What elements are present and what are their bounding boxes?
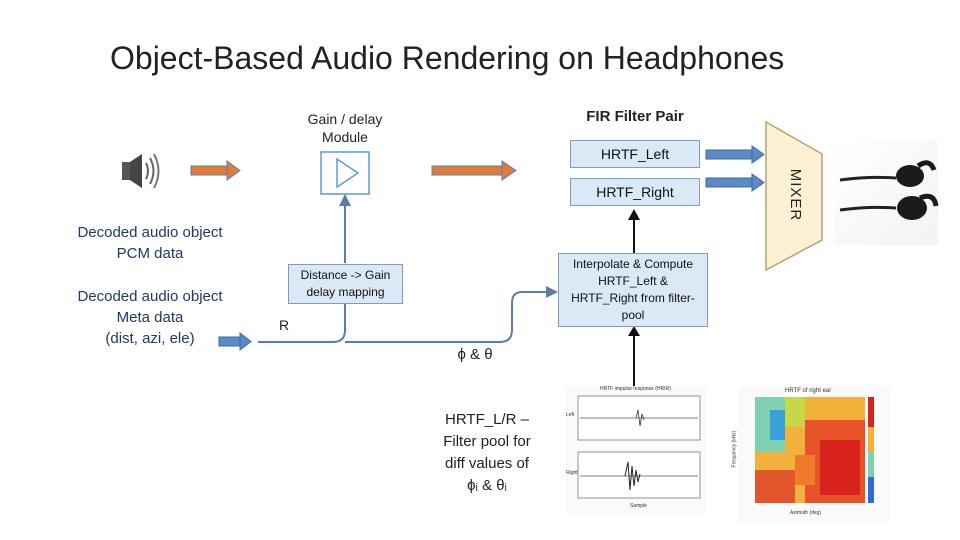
routing-lines bbox=[258, 291, 548, 343]
right-to-mixer-arrow bbox=[705, 173, 765, 192]
heatmap-ylabel: Frequency (kHz) bbox=[731, 430, 738, 468]
r-label: R bbox=[278, 317, 290, 333]
interpolate-compute-box: Interpolate & Compute HRTF_Left & HRTF_R… bbox=[558, 253, 708, 327]
impulse-xlabel: Sample bbox=[630, 503, 647, 509]
filter-pool-label: HRTF_L/R – Filter pool for diff values o… bbox=[443, 411, 531, 494]
earphones-icon bbox=[834, 140, 939, 245]
filter-pool-line bbox=[628, 326, 640, 395]
hrtf-left-box: HRTF_Left bbox=[570, 140, 700, 168]
page-title: Object-Based Audio Rendering on Headphon… bbox=[110, 40, 785, 76]
impulse-left-axis: Left bbox=[566, 412, 575, 418]
impulse-response-plot bbox=[566, 386, 706, 514]
gain-delay-label: Gain / delay Module bbox=[307, 111, 383, 145]
impulse-plot-title: HRTF impulse response (HRIR) bbox=[600, 386, 671, 392]
hrtf-heatmap-plot bbox=[738, 386, 890, 522]
left-to-mixer-arrow bbox=[705, 145, 765, 164]
mixer-label: MIXER bbox=[787, 168, 804, 222]
orange-arrow-2 bbox=[431, 160, 517, 181]
mixer-block bbox=[765, 120, 823, 272]
interp-to-hrtf-arrow bbox=[628, 209, 640, 253]
orange-arrow-1 bbox=[190, 160, 241, 181]
speaker-icon bbox=[122, 153, 160, 189]
hrtf-right-box: HRTF_Right bbox=[570, 178, 700, 206]
impulse-right-axis: Right bbox=[566, 470, 578, 476]
phi-theta-label: ϕ & θ bbox=[457, 346, 493, 363]
pcm-data-label: Decoded audio object PCM data bbox=[77, 224, 223, 262]
gain-delay-module bbox=[320, 151, 370, 195]
meta-data-arrow bbox=[218, 331, 252, 352]
distance-mapping-box: Distance -> Gain delay mapping bbox=[288, 264, 403, 304]
interp-input-arrowhead bbox=[546, 286, 558, 298]
heatmap-xlabel: Azimuth (deg) bbox=[790, 510, 822, 516]
heatmap-title: HRTF of right ear bbox=[785, 388, 832, 394]
fir-filter-pair-label: FIR Filter Pair bbox=[586, 108, 684, 125]
distance-to-gain-arrow bbox=[339, 194, 351, 263]
meta-data-label: Decoded audio object Meta data (dist, az… bbox=[77, 288, 223, 347]
